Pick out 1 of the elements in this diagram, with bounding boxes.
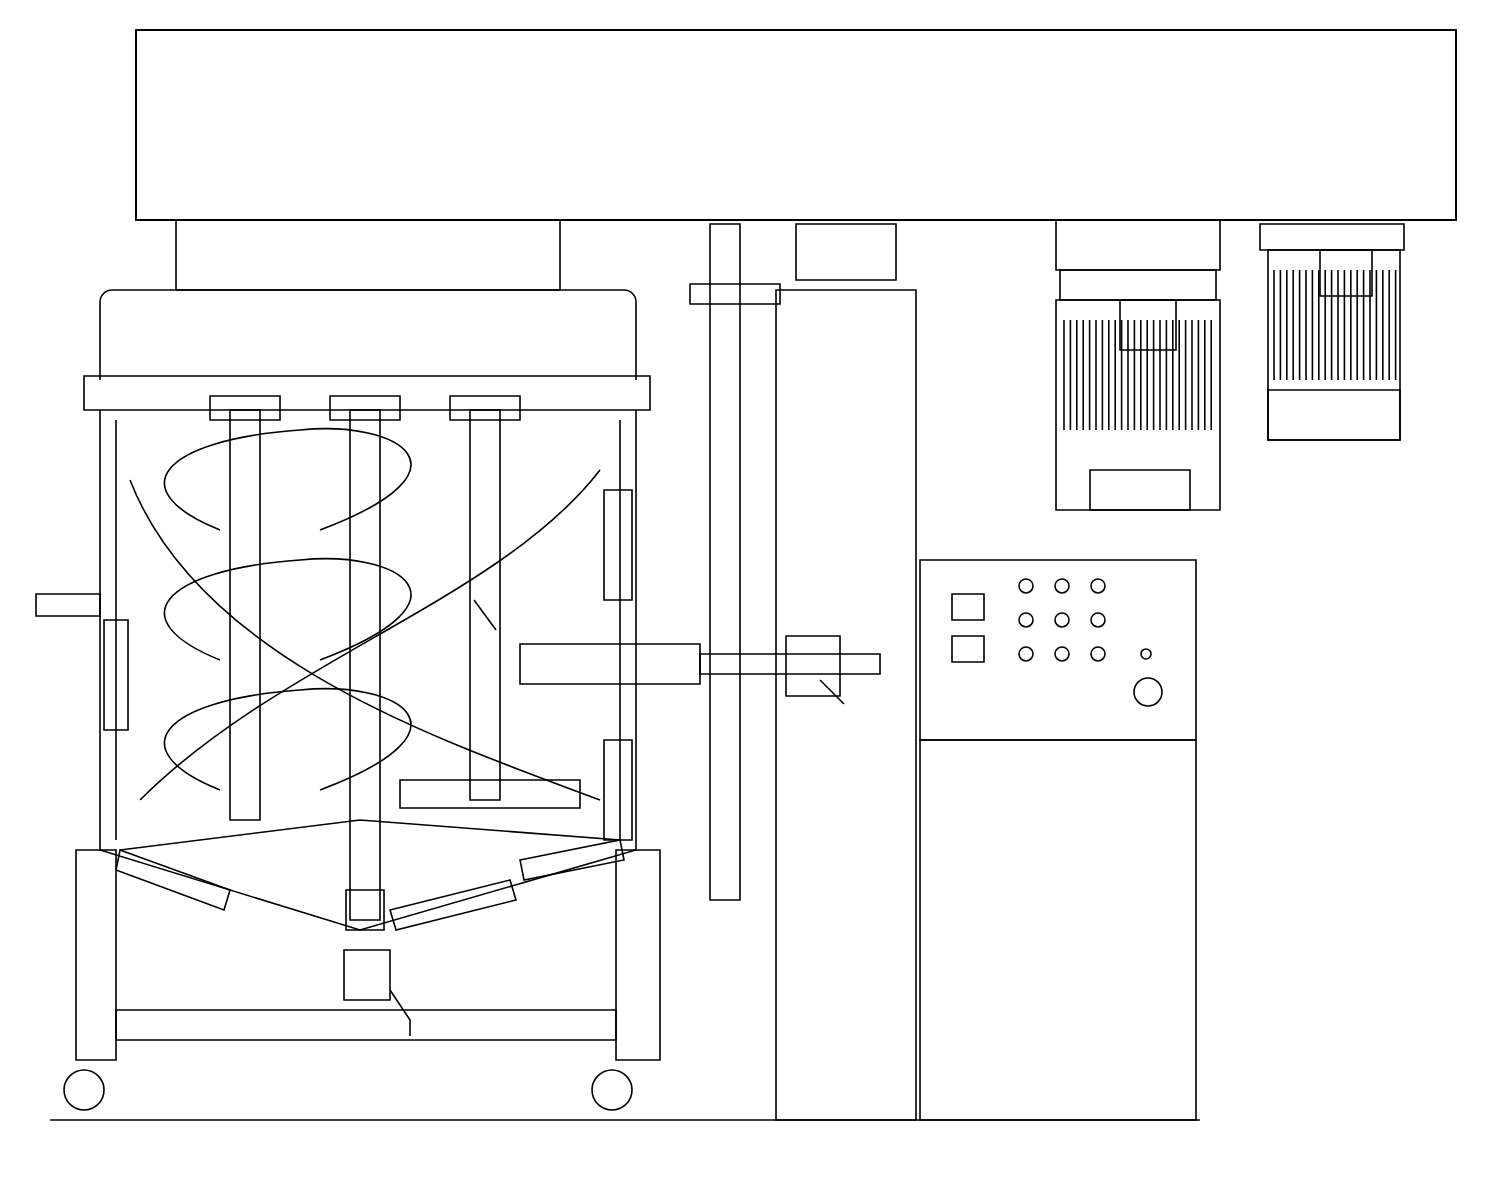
top-box (135, 29, 1457, 221)
